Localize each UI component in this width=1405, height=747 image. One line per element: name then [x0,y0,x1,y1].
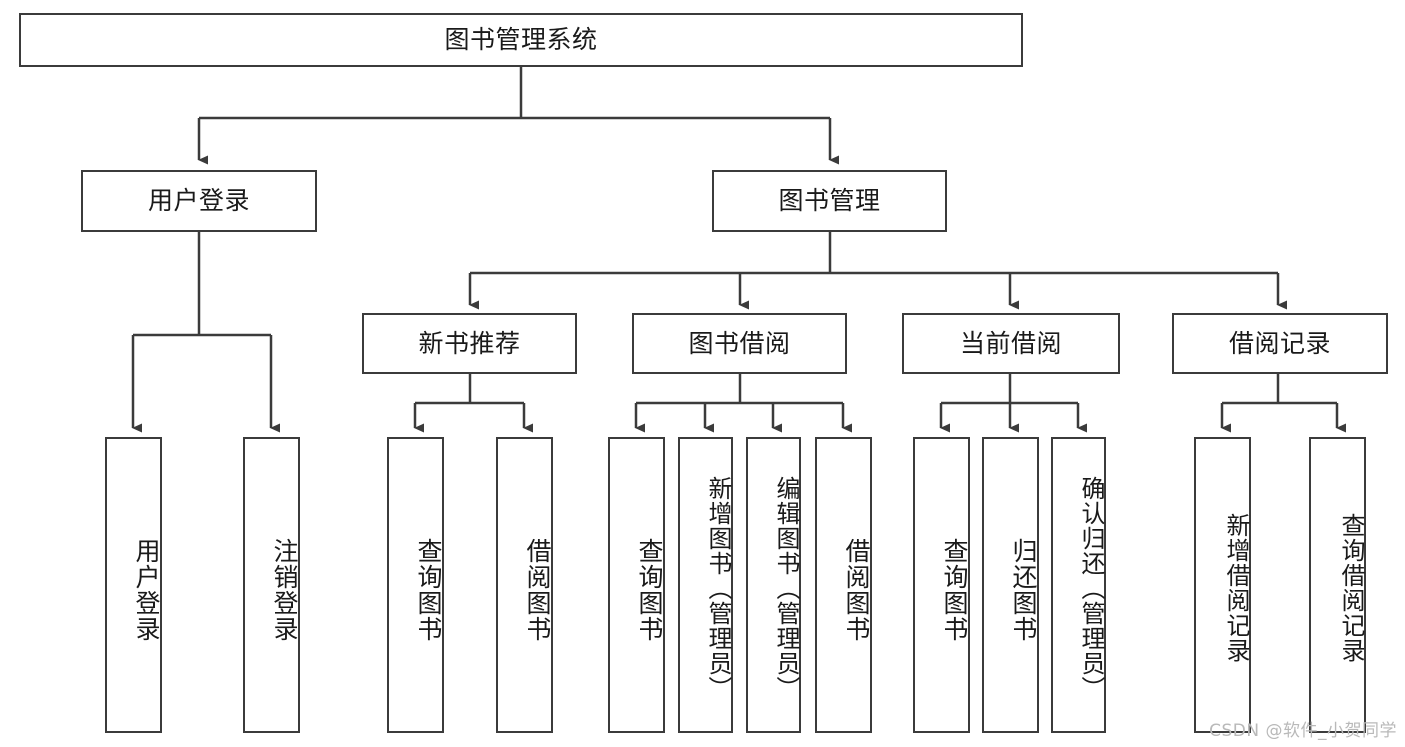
node-user-login[interactable]: 用户登录 [81,170,317,232]
leaf-user-login-logout[interactable]: 注销登录 [243,437,300,733]
leaf-book-borrow-query[interactable]: 查询图书 [608,437,665,733]
node-label: 查询图书 [940,538,969,642]
node-label: 借阅图书 [523,538,552,642]
watermark-text: CSDN @软件_小贺同学 [1209,721,1397,741]
node-label: 注销登录 [270,538,299,642]
leaf-user-login-login[interactable]: 用户登录 [105,437,162,733]
node-book-management[interactable]: 图书管理 [712,170,947,232]
node-label: 借阅图书 [842,538,871,642]
node-label: 确认归还（管理员） [1077,475,1105,701]
node-borrow-record[interactable]: 借阅记录 [1172,313,1388,374]
node-label: 图书管理 [778,186,881,216]
leaf-current-borrow-confirm-return[interactable]: 确认归还（管理员） [1051,437,1106,733]
node-label: 编辑图书（管理员） [772,475,800,701]
node-current-borrow[interactable]: 当前借阅 [902,313,1120,374]
leaf-borrow-record-query[interactable]: 查询借阅记录 [1309,437,1366,733]
leaf-book-borrow-add[interactable]: 新增图书（管理员） [678,437,733,733]
node-label: 图书管理系统 [444,25,598,55]
leaf-borrow-record-add[interactable]: 新增借阅记录 [1194,437,1251,733]
leaf-book-borrow-borrow[interactable]: 借阅图书 [815,437,872,733]
node-label: 借阅记录 [1228,328,1331,358]
node-label: 查询图书 [414,538,443,642]
node-root-system[interactable]: 图书管理系统 [19,13,1023,67]
node-label: 图书借阅 [688,328,791,358]
leaf-new-book-borrow[interactable]: 借阅图书 [496,437,553,733]
leaf-book-borrow-edit[interactable]: 编辑图书（管理员） [746,437,801,733]
leaf-new-book-query[interactable]: 查询图书 [387,437,444,733]
leaf-current-borrow-return[interactable]: 归还图书 [982,437,1039,733]
node-label: 新增借阅记录 [1222,513,1250,663]
node-label: 查询借阅记录 [1337,513,1365,663]
node-label: 用户登录 [147,186,250,216]
node-label: 新书推荐 [418,328,521,358]
node-label: 归还图书 [1009,538,1038,642]
node-label: 用户登录 [132,538,161,642]
node-book-borrow[interactable]: 图书借阅 [632,313,847,374]
node-label: 新增图书（管理员） [704,475,732,701]
node-new-book-recommend[interactable]: 新书推荐 [362,313,577,374]
node-label: 查询图书 [635,538,664,642]
leaf-current-borrow-query[interactable]: 查询图书 [913,437,970,733]
node-label: 当前借阅 [959,328,1062,358]
